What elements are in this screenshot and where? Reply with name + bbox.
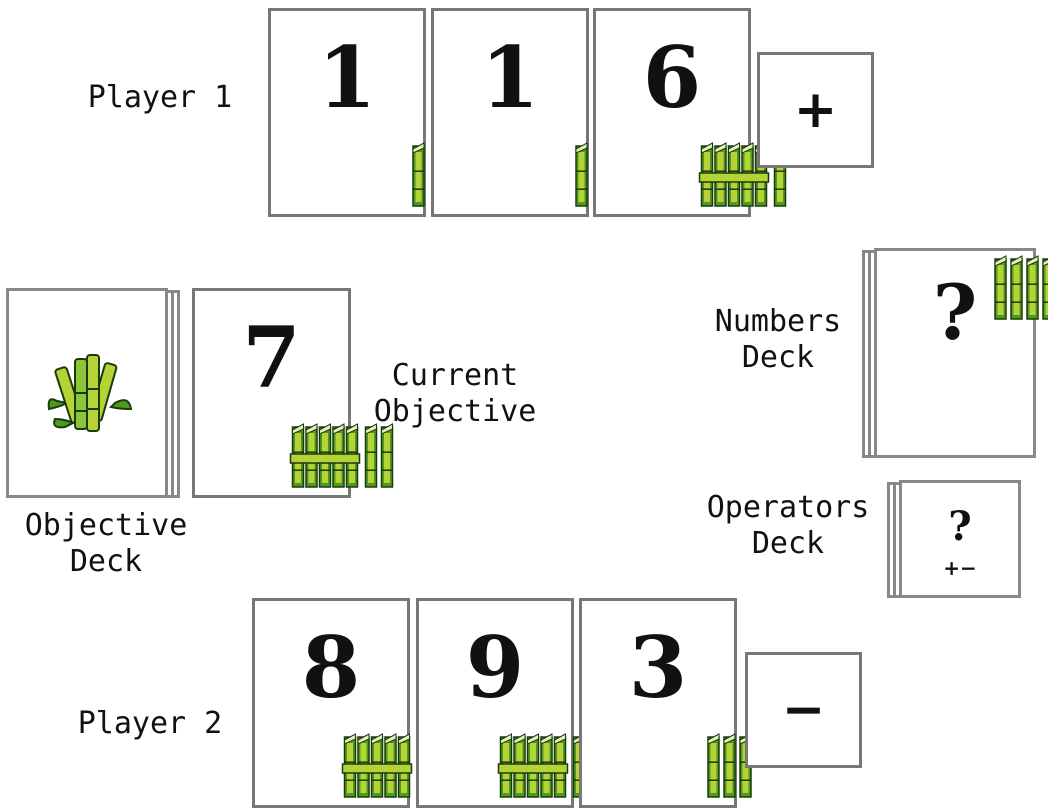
current-objective-label: Current Objective [373,358,537,429]
numbers-deck-label: Numbers Deck [714,304,842,375]
bamboo-sticks-icon [289,423,394,488]
player2-card-2[interactable]: 9 [416,598,634,808]
operator-symbol: + [793,80,838,140]
card-value: 1 [480,28,540,127]
bamboo-stick [1026,255,1039,320]
bundle-tie [289,453,361,464]
player1-card-3[interactable]: 6 [593,8,787,217]
bamboo-stick [412,142,425,207]
bamboo-stick [723,733,736,798]
objective-deck[interactable] [6,288,182,500]
player2-card-1[interactable]: 8 [252,598,462,808]
bamboo-sticks-icon [575,142,588,207]
player1-operator-card[interactable]: + [757,52,874,168]
operators-deck-label: Operators Deck [706,490,870,561]
card-value: 9 [465,618,525,717]
bamboo-sticks-icon [412,142,425,207]
current-objective-card: 7 [192,288,394,498]
player1-label: Player 1 [87,80,233,115]
operators-deck[interactable]: ? +− [887,480,1023,600]
bamboo-bundle-icon [47,354,133,432]
objective-value: 7 [242,308,301,407]
unknown-number-symbol: ? [932,268,978,357]
operator-options: +− [943,556,977,580]
bamboo-stick [707,733,720,798]
player1-card-2[interactable]: 1 [431,8,589,217]
bundle-tie [497,763,569,774]
bamboo-stick [1042,258,1048,320]
player2-card-3[interactable]: 3 [579,598,752,808]
objective-deck-label: Objective Deck [24,508,188,579]
bamboo-stick [364,423,378,488]
bamboo-stick [1010,255,1023,320]
operator-symbol: − [781,680,826,740]
bamboo-sticks-icon [994,255,1048,320]
numbers-deck[interactable]: ? [862,248,1048,460]
player1-card-1[interactable]: 1 [268,8,426,217]
player2-label: Player 2 [77,706,223,741]
card-value: 1 [317,28,377,127]
card-value: 8 [301,618,361,717]
card-value: 6 [642,28,702,127]
card-value: 3 [628,618,688,717]
bamboo-stick [380,423,394,488]
bamboo-stick [994,255,1007,320]
bundle-tie [698,172,770,183]
bamboo-sticks-icon [698,142,787,207]
bamboo-stick [575,142,588,207]
player2-operator-card[interactable]: − [745,652,862,768]
unknown-operator-symbol: ? [948,503,972,550]
bundle-tie [341,763,413,774]
